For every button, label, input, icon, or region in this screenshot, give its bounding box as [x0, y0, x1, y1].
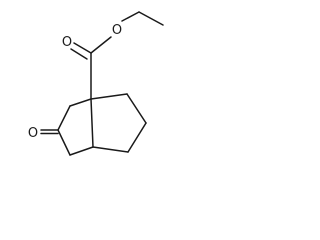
bond-c6-c6a — [92, 146, 129, 153]
bond-ethyl-c-o — [121, 11, 140, 22]
bond-c3-c2 — [57, 105, 71, 131]
carbonyl-oxygen-label: O — [62, 35, 72, 50]
bond-o-carbonyl-carbon — [90, 36, 112, 54]
ester-oxygen-label: O — [112, 23, 122, 38]
bond-c5-c6 — [127, 122, 147, 153]
bond-c1-c6a — [69, 146, 94, 156]
ketone-oxygen-label: O — [28, 126, 38, 141]
bond-ethyl-c-c — [138, 11, 164, 26]
bond-ring-fusion — [90, 98, 94, 148]
bond-c3a-c3 — [69, 98, 92, 107]
bond-c4-c5 — [126, 93, 147, 124]
chemical-structure-diagram: O O O — [28, 11, 164, 156]
bond-carbonyl-double-1 — [73, 42, 92, 54]
bond-c3a-c4 — [90, 93, 128, 100]
bond-carbonyl-double-2 — [70, 48, 88, 60]
bond-c2-c1 — [57, 129, 71, 156]
